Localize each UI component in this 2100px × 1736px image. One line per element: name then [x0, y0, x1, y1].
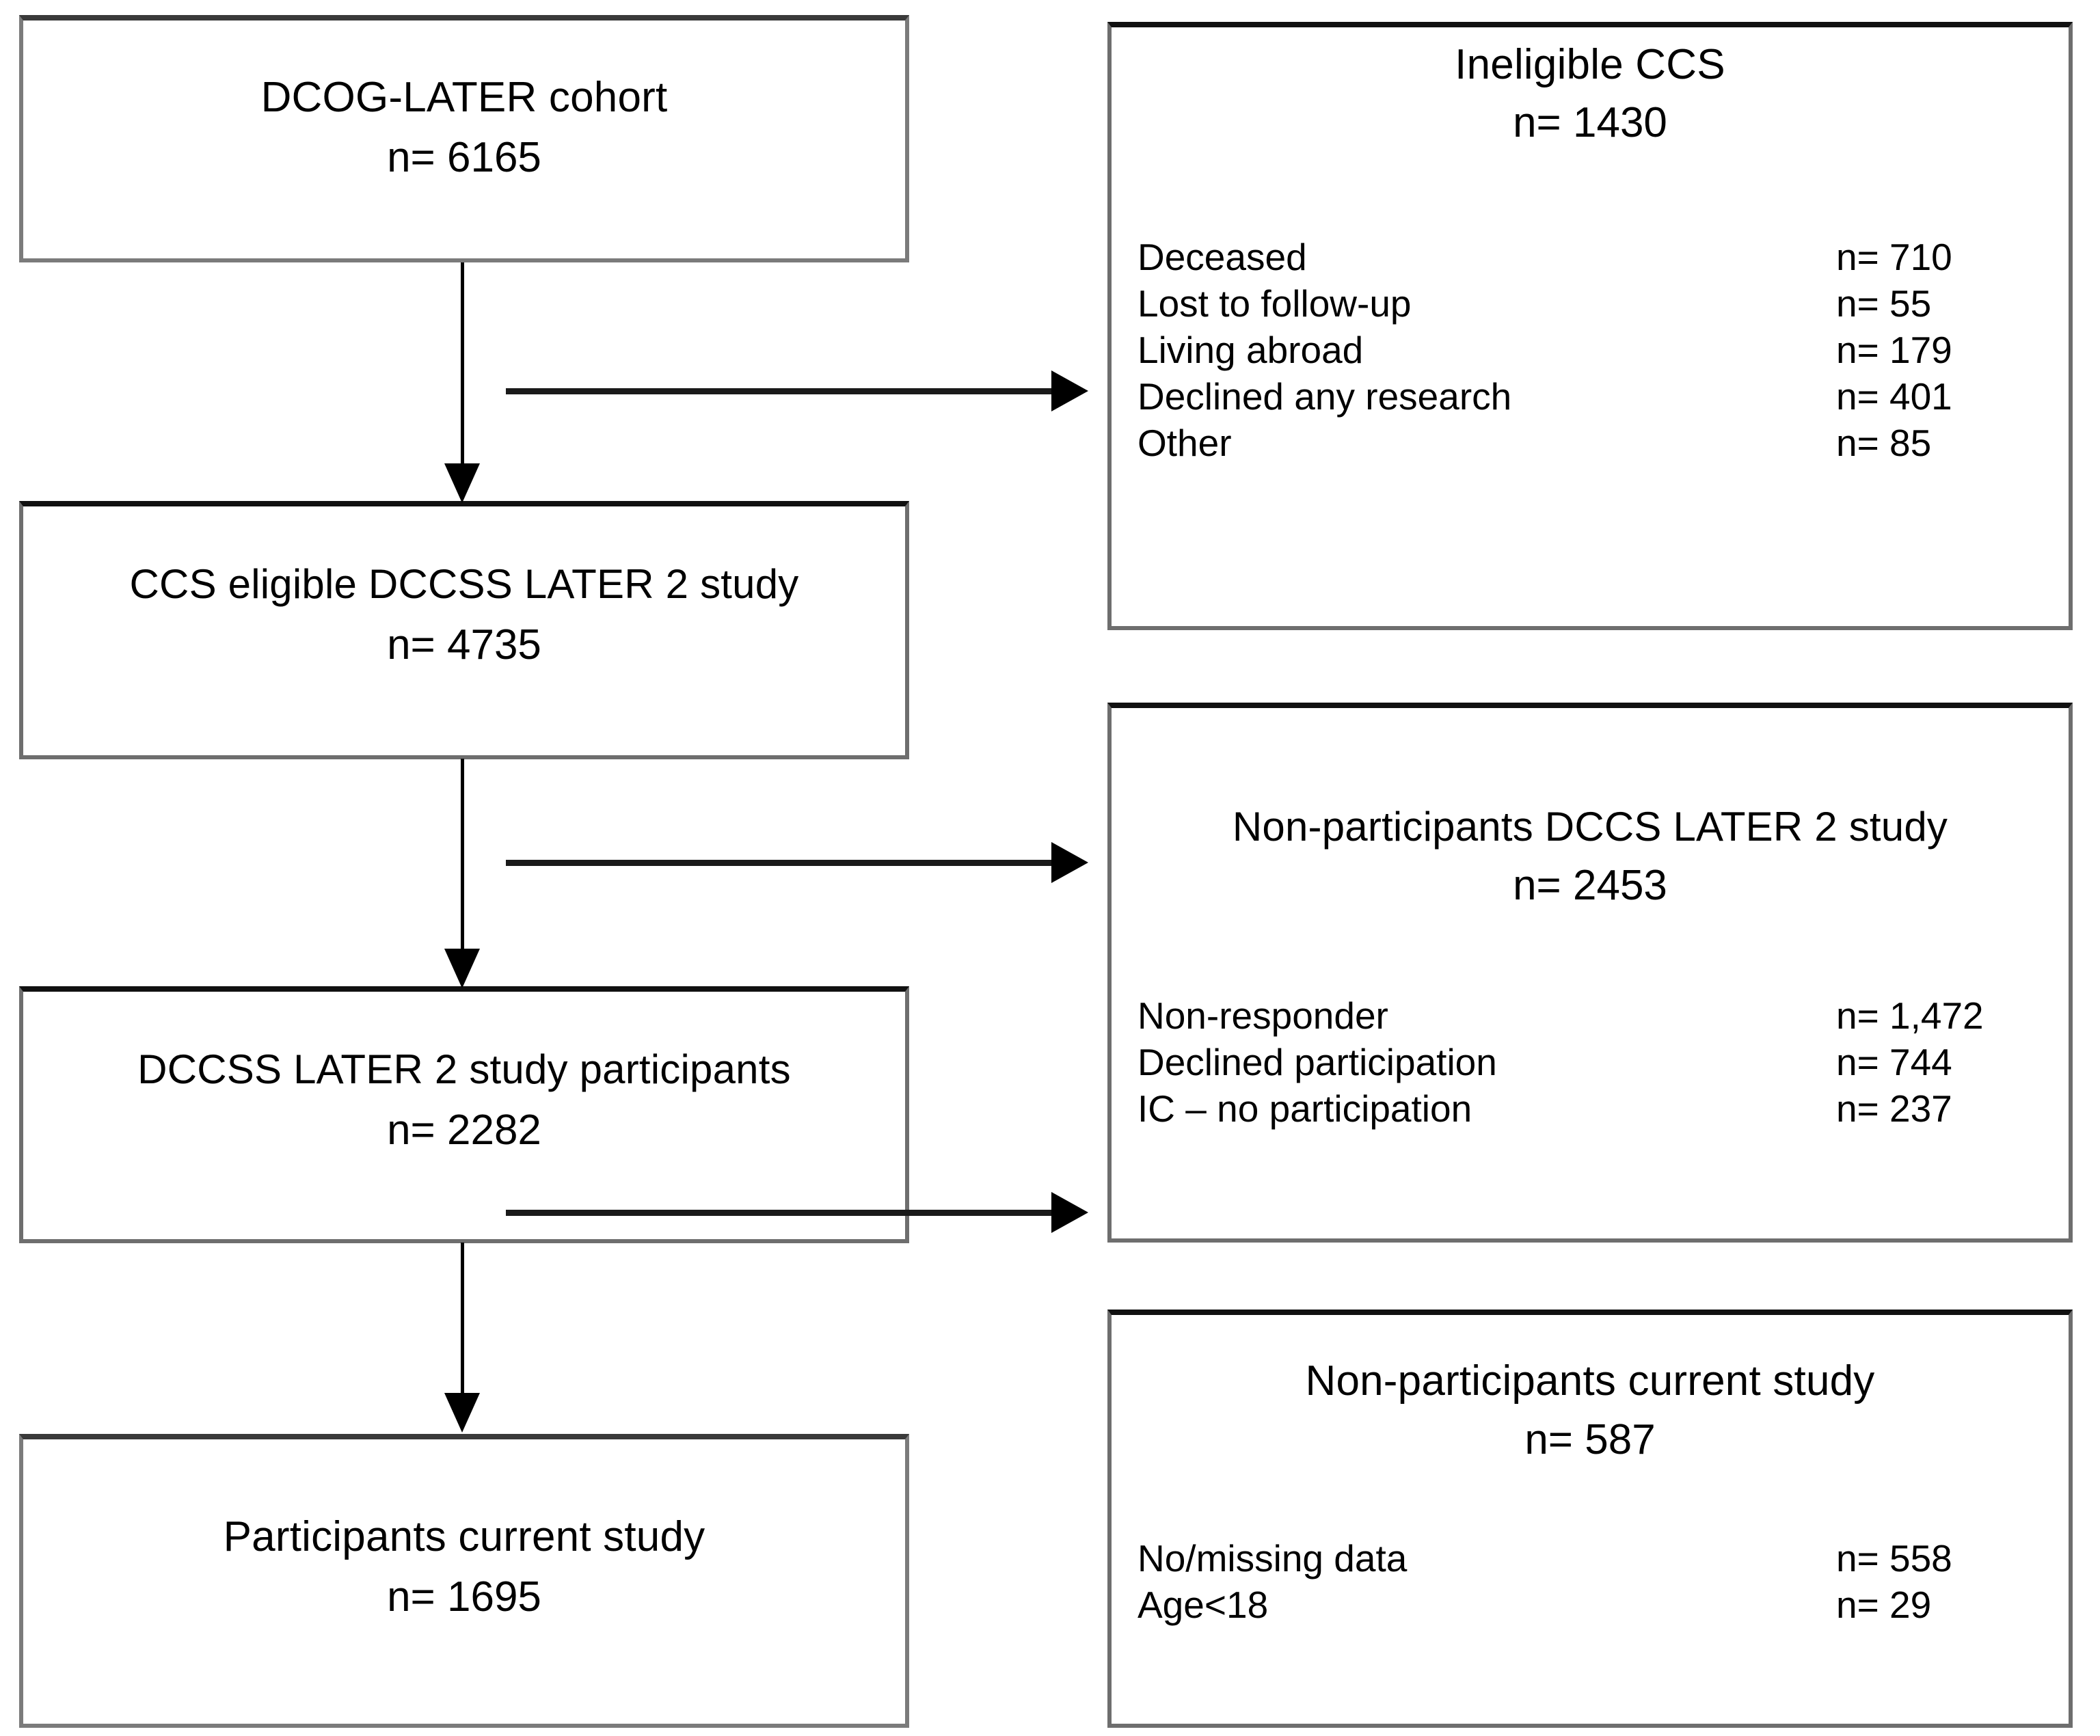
flow-box-cohort-count: n= 6165	[387, 134, 541, 181]
arrowhead-right-to-ineligible-ccs	[1051, 370, 1088, 411]
detail-value: n= 558	[1836, 1537, 1952, 1579]
detail-value: n= 710	[1836, 236, 1952, 278]
exclusion-box-ineligible-ccs: Ineligible CCS n= 1430 Deceased n= 710 L…	[1107, 22, 2073, 630]
exclusion-box-non-participants-later2-title: Non-participants DCCS LATER 2 study	[1232, 804, 1948, 850]
detail-value: n= 29	[1836, 1584, 1932, 1626]
detail-row: Deceased n= 710	[1112, 234, 2069, 280]
arrowhead-down-to-later2	[444, 949, 480, 988]
detail-row: Non-responder n= 1,472	[1112, 992, 2069, 1039]
arrowhead-right-to-non-participants-later2	[1051, 842, 1088, 883]
flow-box-eligible: CCS eligible DCCSS LATER 2 study n= 4735	[19, 501, 909, 759]
exclusion-detail-list-non-participants-current: No/missing data n= 558 Age<18 n= 29	[1112, 1535, 2069, 1628]
detail-row: Lost to follow-up n= 55	[1112, 280, 2069, 327]
detail-label: Age<18	[1138, 1584, 1269, 1626]
detail-value: n= 85	[1836, 422, 1932, 464]
detail-label: Declined any research	[1138, 375, 1512, 418]
exclusion-box-non-participants-later2-count: n= 2453	[1513, 862, 1667, 909]
exclusion-box-non-participants-current: Non-participants current study n= 587 No…	[1107, 1310, 2073, 1728]
connector-vertical-later2-to-current	[461, 1243, 464, 1397]
detail-value: n= 237	[1836, 1087, 1952, 1130]
exclusion-detail-list-non-participants-later2: Non-responder n= 1,472 Declined particip…	[1112, 992, 2069, 1132]
arrowhead-right-to-non-participants-current	[1051, 1192, 1088, 1233]
exclusion-detail-list-ineligible-ccs: Deceased n= 710 Lost to follow-up n= 55 …	[1112, 234, 2069, 466]
flow-box-cohort-title: DCOG-LATER cohort	[260, 74, 668, 121]
detail-label: IC – no participation	[1138, 1087, 1472, 1130]
detail-row: Declined any research n= 401	[1112, 373, 2069, 420]
flow-box-eligible-title: CCS eligible DCCSS LATER 2 study	[129, 561, 799, 607]
detail-value: n= 401	[1836, 375, 1952, 418]
exclusion-box-ineligible-ccs-title: Ineligible CCS	[1455, 41, 1725, 88]
detail-row: No/missing data n= 558	[1112, 1535, 2069, 1582]
detail-label: Other	[1138, 422, 1232, 464]
detail-row: IC – no participation n= 237	[1112, 1085, 2069, 1132]
detail-value: n= 1,472	[1836, 994, 1984, 1037]
connector-horizontal-to-non-participants-current	[506, 1210, 1053, 1216]
flow-box-current-participants: Participants current study n= 1695	[19, 1434, 909, 1728]
connector-vertical-cohort-to-eligible	[461, 262, 464, 467]
detail-row: Other n= 85	[1112, 420, 2069, 466]
arrowhead-down-to-current-participants	[444, 1393, 480, 1433]
flow-box-current-participants-title: Participants current study	[223, 1513, 705, 1560]
arrowhead-down-to-eligible	[444, 463, 480, 503]
detail-label: Declined participation	[1138, 1041, 1497, 1083]
detail-label: No/missing data	[1138, 1537, 1408, 1579]
exclusion-box-non-participants-current-count: n= 587	[1524, 1416, 1656, 1463]
detail-label: Living abroad	[1138, 329, 1364, 371]
detail-row: Living abroad n= 179	[1112, 327, 2069, 373]
detail-row: Age<18 n= 29	[1112, 1582, 2069, 1628]
detail-label: Lost to follow-up	[1138, 282, 1412, 325]
exclusion-box-ineligible-ccs-count: n= 1430	[1513, 99, 1667, 146]
detail-row: Declined participation n= 744	[1112, 1039, 2069, 1085]
detail-label: Deceased	[1138, 236, 1307, 278]
connector-vertical-eligible-to-later2	[461, 759, 464, 953]
flow-box-later2-participants-title: DCCSS LATER 2 study participants	[137, 1046, 791, 1092]
detail-value: n= 55	[1836, 282, 1932, 325]
connector-horizontal-to-ineligible-ccs	[506, 388, 1053, 394]
exclusion-box-non-participants-later2: Non-participants DCCS LATER 2 study n= 2…	[1107, 703, 2073, 1243]
flow-box-eligible-count: n= 4735	[387, 621, 541, 668]
connector-horizontal-to-non-participants-later2	[506, 860, 1053, 866]
flow-box-later2-participants: DCCSS LATER 2 study participants n= 2282	[19, 986, 909, 1243]
detail-label: Non-responder	[1138, 994, 1388, 1037]
detail-value: n= 744	[1836, 1041, 1952, 1083]
flow-box-later2-participants-count: n= 2282	[387, 1107, 541, 1154]
detail-value: n= 179	[1836, 329, 1952, 371]
flow-box-cohort: DCOG-LATER cohort n= 6165	[19, 15, 909, 262]
flow-box-current-participants-count: n= 1695	[387, 1573, 541, 1620]
exclusion-box-non-participants-current-title: Non-participants current study	[1305, 1357, 1875, 1405]
